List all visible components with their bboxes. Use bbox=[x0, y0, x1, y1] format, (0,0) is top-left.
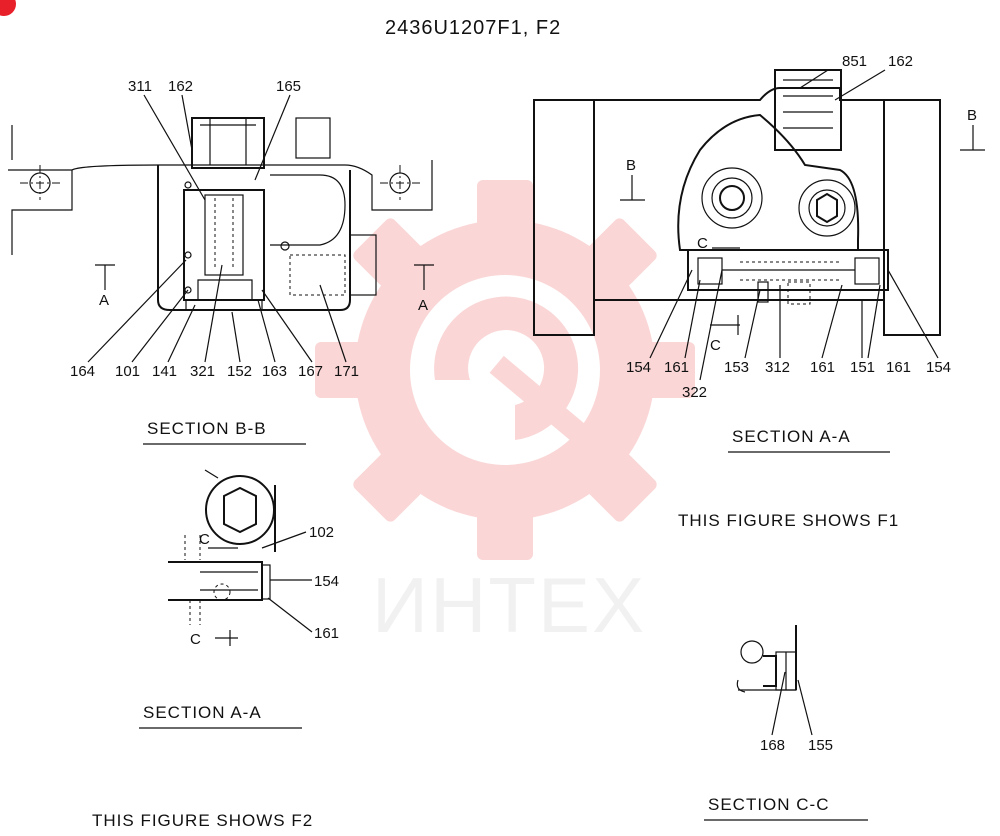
section-aa-f1-arrow-label-left: B bbox=[626, 157, 636, 174]
part-label: 152 bbox=[227, 363, 252, 380]
watermark: ИНТЕХ bbox=[315, 180, 695, 649]
section-aa-f1-drawing bbox=[533, 69, 985, 381]
part-label: 321 bbox=[190, 363, 215, 380]
part-label: 168 bbox=[760, 737, 785, 754]
part-label: 161 bbox=[810, 359, 835, 376]
watermark-text: ИНТЕХ bbox=[372, 561, 646, 649]
part-label: 851 bbox=[842, 53, 867, 70]
part-label: 162 bbox=[168, 78, 193, 95]
section-aa-f2-drawing bbox=[168, 469, 313, 646]
part-label: 163 bbox=[262, 363, 287, 380]
part-label: 161 bbox=[314, 625, 339, 642]
drawing-title: 2436U1207F1, F2 bbox=[385, 17, 561, 39]
part-label: 141 bbox=[152, 363, 177, 380]
part-label: 154 bbox=[314, 573, 339, 590]
watermark-gear-icon bbox=[315, 180, 695, 560]
part-label: 154 bbox=[626, 359, 651, 376]
section-aa-f1-cut-label-bottom: C bbox=[710, 337, 721, 354]
section-bb-drawing bbox=[8, 94, 434, 363]
part-label: 154 bbox=[926, 359, 951, 376]
section-bb-caption: SECTION B-B bbox=[147, 419, 267, 438]
part-label: 311 bbox=[128, 78, 152, 95]
section-aa-f1-arrow-label-right: B bbox=[967, 107, 977, 124]
part-label: 161 bbox=[664, 359, 689, 376]
section-aa-f1-caption: SECTION A-A bbox=[732, 427, 851, 446]
part-label: 151 bbox=[850, 359, 875, 376]
part-label: 102 bbox=[309, 524, 334, 541]
section-cc-caption: SECTION C-C bbox=[708, 795, 830, 814]
note-f1: THIS FIGURE SHOWS F1 bbox=[678, 511, 899, 530]
section-aa-f2-caption: SECTION A-A bbox=[143, 703, 262, 722]
part-label: 153 bbox=[724, 359, 749, 376]
section-bb-arrow-label-right: A bbox=[418, 297, 428, 314]
corner-badge bbox=[0, 0, 16, 16]
part-label: 171 bbox=[334, 363, 359, 380]
part-label: 164 bbox=[70, 363, 95, 380]
note-f2: THIS FIGURE SHOWS F2 bbox=[92, 811, 313, 830]
part-label: 167 bbox=[298, 363, 323, 380]
part-label: 312 bbox=[765, 359, 790, 376]
section-bb-arrow-label-left: A bbox=[99, 292, 109, 309]
section-cc-drawing bbox=[736, 625, 813, 736]
section-aa-f2-cut-label-bottom: C bbox=[190, 631, 201, 648]
section-aa-f2-cut-label-top: C bbox=[199, 531, 210, 548]
part-label: 161 bbox=[886, 359, 911, 376]
part-label: 101 bbox=[115, 363, 140, 380]
part-label: 155 bbox=[808, 737, 833, 754]
part-label: 165 bbox=[276, 78, 301, 95]
part-label: 322 bbox=[682, 384, 707, 401]
section-aa-f1-cut-label-top: C bbox=[697, 235, 708, 252]
part-label: 162 bbox=[888, 53, 913, 70]
